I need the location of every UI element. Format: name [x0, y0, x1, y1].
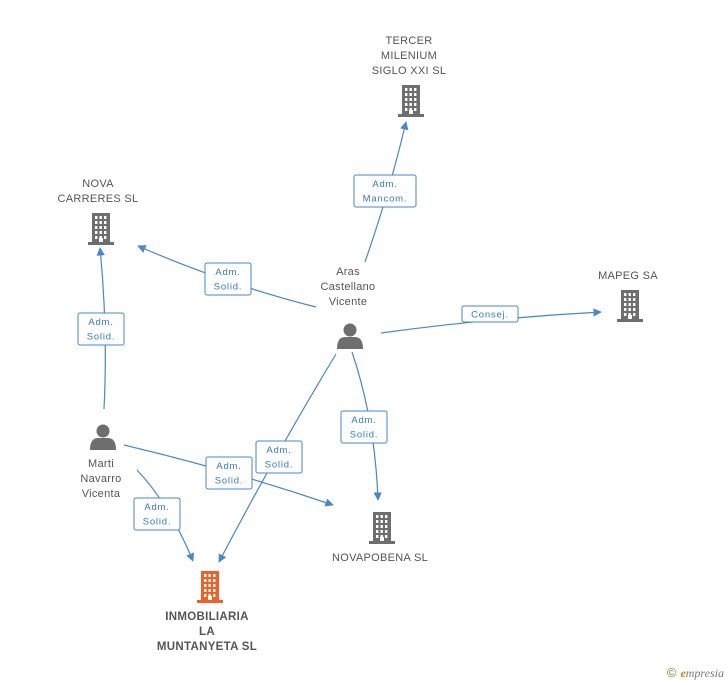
- node-label: NOVAPOBENA SL: [332, 552, 428, 564]
- person-icon: [337, 323, 363, 349]
- brand-initial: e: [680, 666, 686, 680]
- relation-label[interactable]: Adm. Solid.: [77, 312, 125, 346]
- relation-label-text: Solid.: [265, 460, 294, 471]
- node-tercer[interactable]: TERCER MILENIUM SIGLO XXI SL: [372, 35, 447, 117]
- relation-label-text: Adm.: [144, 502, 169, 513]
- relation-label[interactable]: Adm. Solid.: [204, 262, 252, 296]
- node-label: INMOBILIARIA: [165, 611, 248, 623]
- relation-label-box: [353, 174, 417, 208]
- relation-label-text: Adm.: [216, 461, 241, 472]
- node-label: Castellano: [321, 281, 376, 293]
- node-label: Vicente: [329, 296, 368, 308]
- node-inmobiliaria[interactable]: INMOBILIARIA LA MUNTANYETA SL: [157, 571, 257, 653]
- relation-label-box: [255, 440, 303, 474]
- building-icon: [617, 290, 643, 322]
- relation-label-box: [340, 410, 388, 444]
- relation-label-box: [204, 262, 252, 296]
- relation-label-text: Solid.: [350, 430, 379, 441]
- relation-label-text: Adm.: [351, 415, 376, 426]
- relation-label-text: Solid.: [143, 517, 172, 528]
- node-novapobena[interactable]: NOVAPOBENA SL: [332, 512, 428, 564]
- relation-label-text: Adm.: [88, 317, 113, 328]
- node-label: SIGLO XXI SL: [372, 65, 447, 77]
- relation-label[interactable]: Adm. Solid.: [133, 497, 181, 531]
- relation-label-text: Solid.: [87, 332, 116, 343]
- relation-label-box: [77, 312, 125, 346]
- node-label: MAPEG SA: [598, 270, 658, 282]
- node-label: Marti: [88, 458, 114, 470]
- relation-label[interactable]: Consej.: [461, 305, 519, 323]
- node-label: TERCER: [385, 35, 432, 47]
- person-icon: [90, 424, 116, 450]
- node-label: NOVA: [82, 178, 114, 190]
- node-label: LA: [199, 626, 215, 638]
- building-icon: [369, 512, 395, 544]
- relation-label[interactable]: Adm. Solid.: [340, 410, 388, 444]
- relation-label[interactable]: Adm. Solid.: [255, 440, 303, 474]
- relation-label-box: [133, 497, 181, 531]
- building-icon: [88, 213, 114, 245]
- relation-label[interactable]: Adm. Mancom.: [353, 174, 417, 208]
- relation-label-text: Mancom.: [363, 194, 408, 205]
- copyright-icon: ©: [666, 665, 677, 680]
- relation-label-text: Adm.: [266, 445, 291, 456]
- node-mapeg[interactable]: MAPEG SA: [598, 270, 658, 322]
- brand-name: mpresia: [685, 666, 724, 680]
- relation-label-text: Adm.: [215, 267, 240, 278]
- building-icon: [398, 85, 424, 117]
- node-label: CARRERES SL: [58, 193, 139, 205]
- node-label: MUNTANYETA SL: [157, 641, 257, 653]
- node-label: MILENIUM: [381, 50, 437, 62]
- relation-label-box: [205, 456, 253, 490]
- relation-label-box: [461, 305, 519, 323]
- building-icon: [197, 571, 223, 603]
- relation-label-text: Solid.: [214, 282, 243, 293]
- relation-label[interactable]: Adm. Solid.: [205, 456, 253, 490]
- node-label: Vicenta: [82, 488, 121, 500]
- relation-label-text: Consej.: [471, 310, 509, 321]
- relation-label-text: Adm.: [372, 179, 397, 190]
- node-label: Aras: [336, 266, 360, 278]
- node-label: Navarro: [80, 473, 121, 485]
- brand-footer: ©empresia: [667, 665, 724, 681]
- relation-label-text: Solid.: [215, 476, 244, 487]
- node-nova[interactable]: NOVA CARRERES SL: [58, 178, 139, 245]
